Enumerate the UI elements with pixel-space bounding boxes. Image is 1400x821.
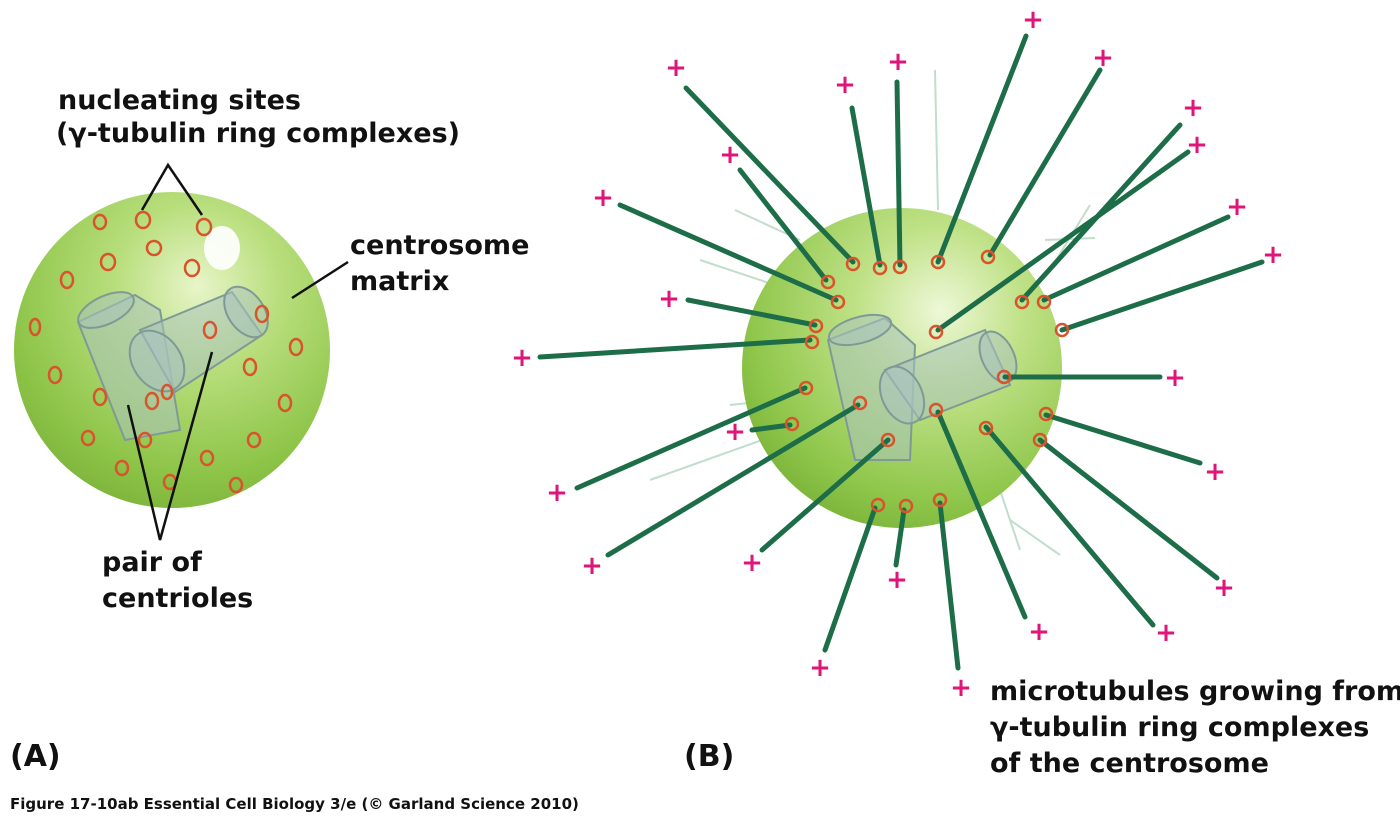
plus-end-marker: +: [834, 72, 856, 98]
centrosome-matrix-label-line1: centrosome: [350, 229, 529, 262]
panel-a-label: (A): [10, 740, 61, 773]
plus-end-marker: +: [658, 286, 680, 312]
panel-a-centrosome: [14, 165, 348, 540]
microtubules-label-line2: γ-tubulin ring complexes: [990, 711, 1369, 744]
centrioles-label-line2: centrioles: [102, 582, 253, 615]
plus-end-marker: +: [719, 142, 741, 168]
plus-end-marker: +: [887, 49, 909, 75]
microtubules-label-line3: of the centrosome: [990, 747, 1269, 780]
figure-caption: Figure 17-10ab Essential Cell Biology 3/…: [10, 795, 579, 813]
plus-end-marker: +: [809, 655, 831, 681]
plus-end-marker: +: [1204, 459, 1226, 485]
plus-end-marker: +: [886, 567, 908, 593]
plus-end-marker: +: [1213, 575, 1235, 601]
plus-end-marker: +: [665, 55, 687, 81]
plus-end-marker: +: [1155, 620, 1177, 646]
plus-end-marker: +: [581, 553, 603, 579]
plus-end-marker: +: [741, 550, 763, 576]
plus-end-marker: +: [950, 675, 972, 701]
nucleating-sites-label-line1: nucleating sites: [58, 84, 301, 117]
panel-b-label: (B): [684, 740, 734, 773]
plus-end-marker: +: [724, 419, 746, 445]
centrioles-label-line1: pair of: [102, 546, 202, 579]
microtubules-label-line1: microtubules growing from: [990, 675, 1400, 708]
plus-end-marker: +: [592, 185, 614, 211]
plus-end-marker: +: [1164, 365, 1186, 391]
plus-end-marker: +: [1262, 242, 1284, 268]
plus-end-marker: +: [1092, 45, 1114, 71]
plus-end-marker: +: [1022, 7, 1044, 33]
centrosome-matrix-label-line2: matrix: [350, 265, 449, 298]
plus-end-marker: +: [1226, 194, 1248, 220]
plus-end-marker: +: [1028, 619, 1050, 645]
plus-end-marker: +: [1182, 95, 1204, 121]
nucleating-sites-label-line2: (γ-tubulin ring complexes): [56, 117, 460, 150]
plus-end-marker: +: [1186, 132, 1208, 158]
plus-end-marker: +: [546, 480, 568, 506]
plus-end-marker: +: [511, 345, 533, 371]
